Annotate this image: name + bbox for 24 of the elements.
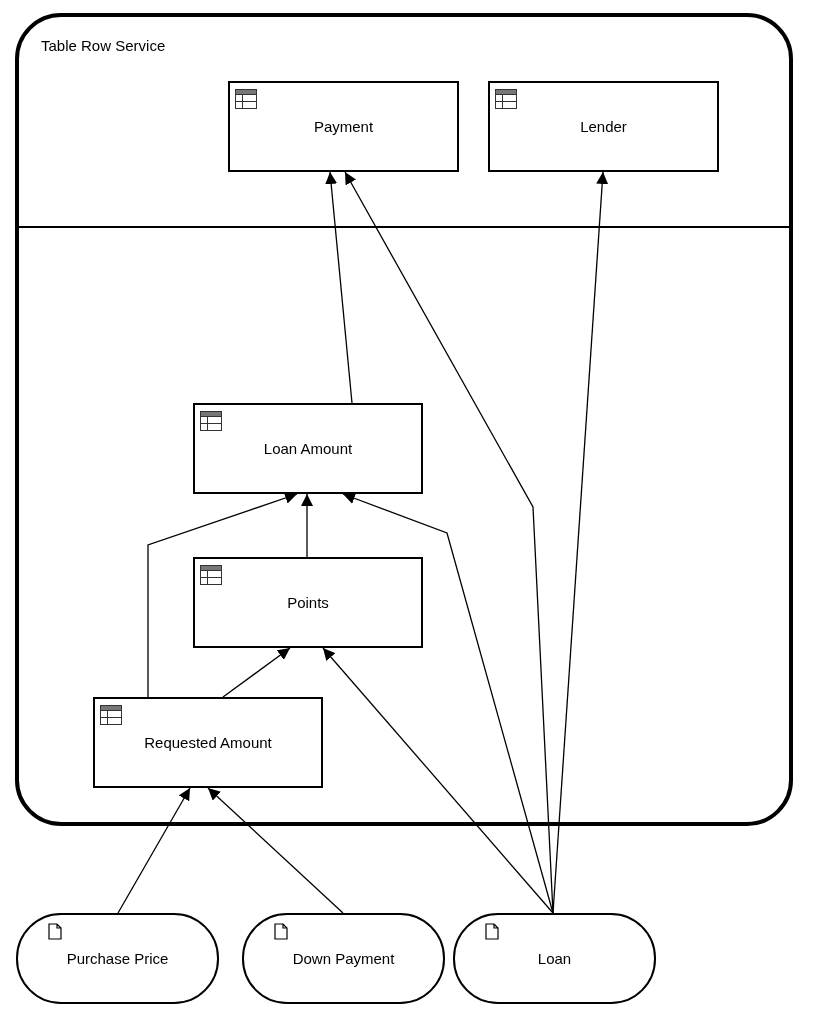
table-box — [193, 557, 423, 648]
node-label: Requested Amount — [144, 734, 272, 751]
arrow — [301, 493, 313, 558]
service-group — [15, 13, 793, 826]
node-label: Purchase Price — [66, 950, 169, 967]
node-label: Loan — [537, 950, 572, 967]
arrow — [117, 787, 191, 914]
arrow — [342, 492, 554, 914]
table-box — [228, 81, 459, 172]
node-label: Lender — [580, 118, 627, 135]
table-box — [193, 403, 423, 494]
node-label: Payment — [313, 118, 374, 135]
node-label: Loan Amount — [263, 440, 353, 457]
table-box — [488, 81, 719, 172]
arrow — [207, 787, 344, 914]
arrow — [147, 492, 298, 698]
node-label: Points — [287, 594, 329, 611]
arrow — [552, 171, 609, 914]
table-box — [93, 697, 323, 788]
group-title: Table Row Service — [41, 37, 166, 54]
node-label: Down Payment — [292, 950, 395, 967]
arrow — [322, 647, 554, 914]
arrow — [222, 647, 291, 698]
arrow — [325, 171, 353, 404]
